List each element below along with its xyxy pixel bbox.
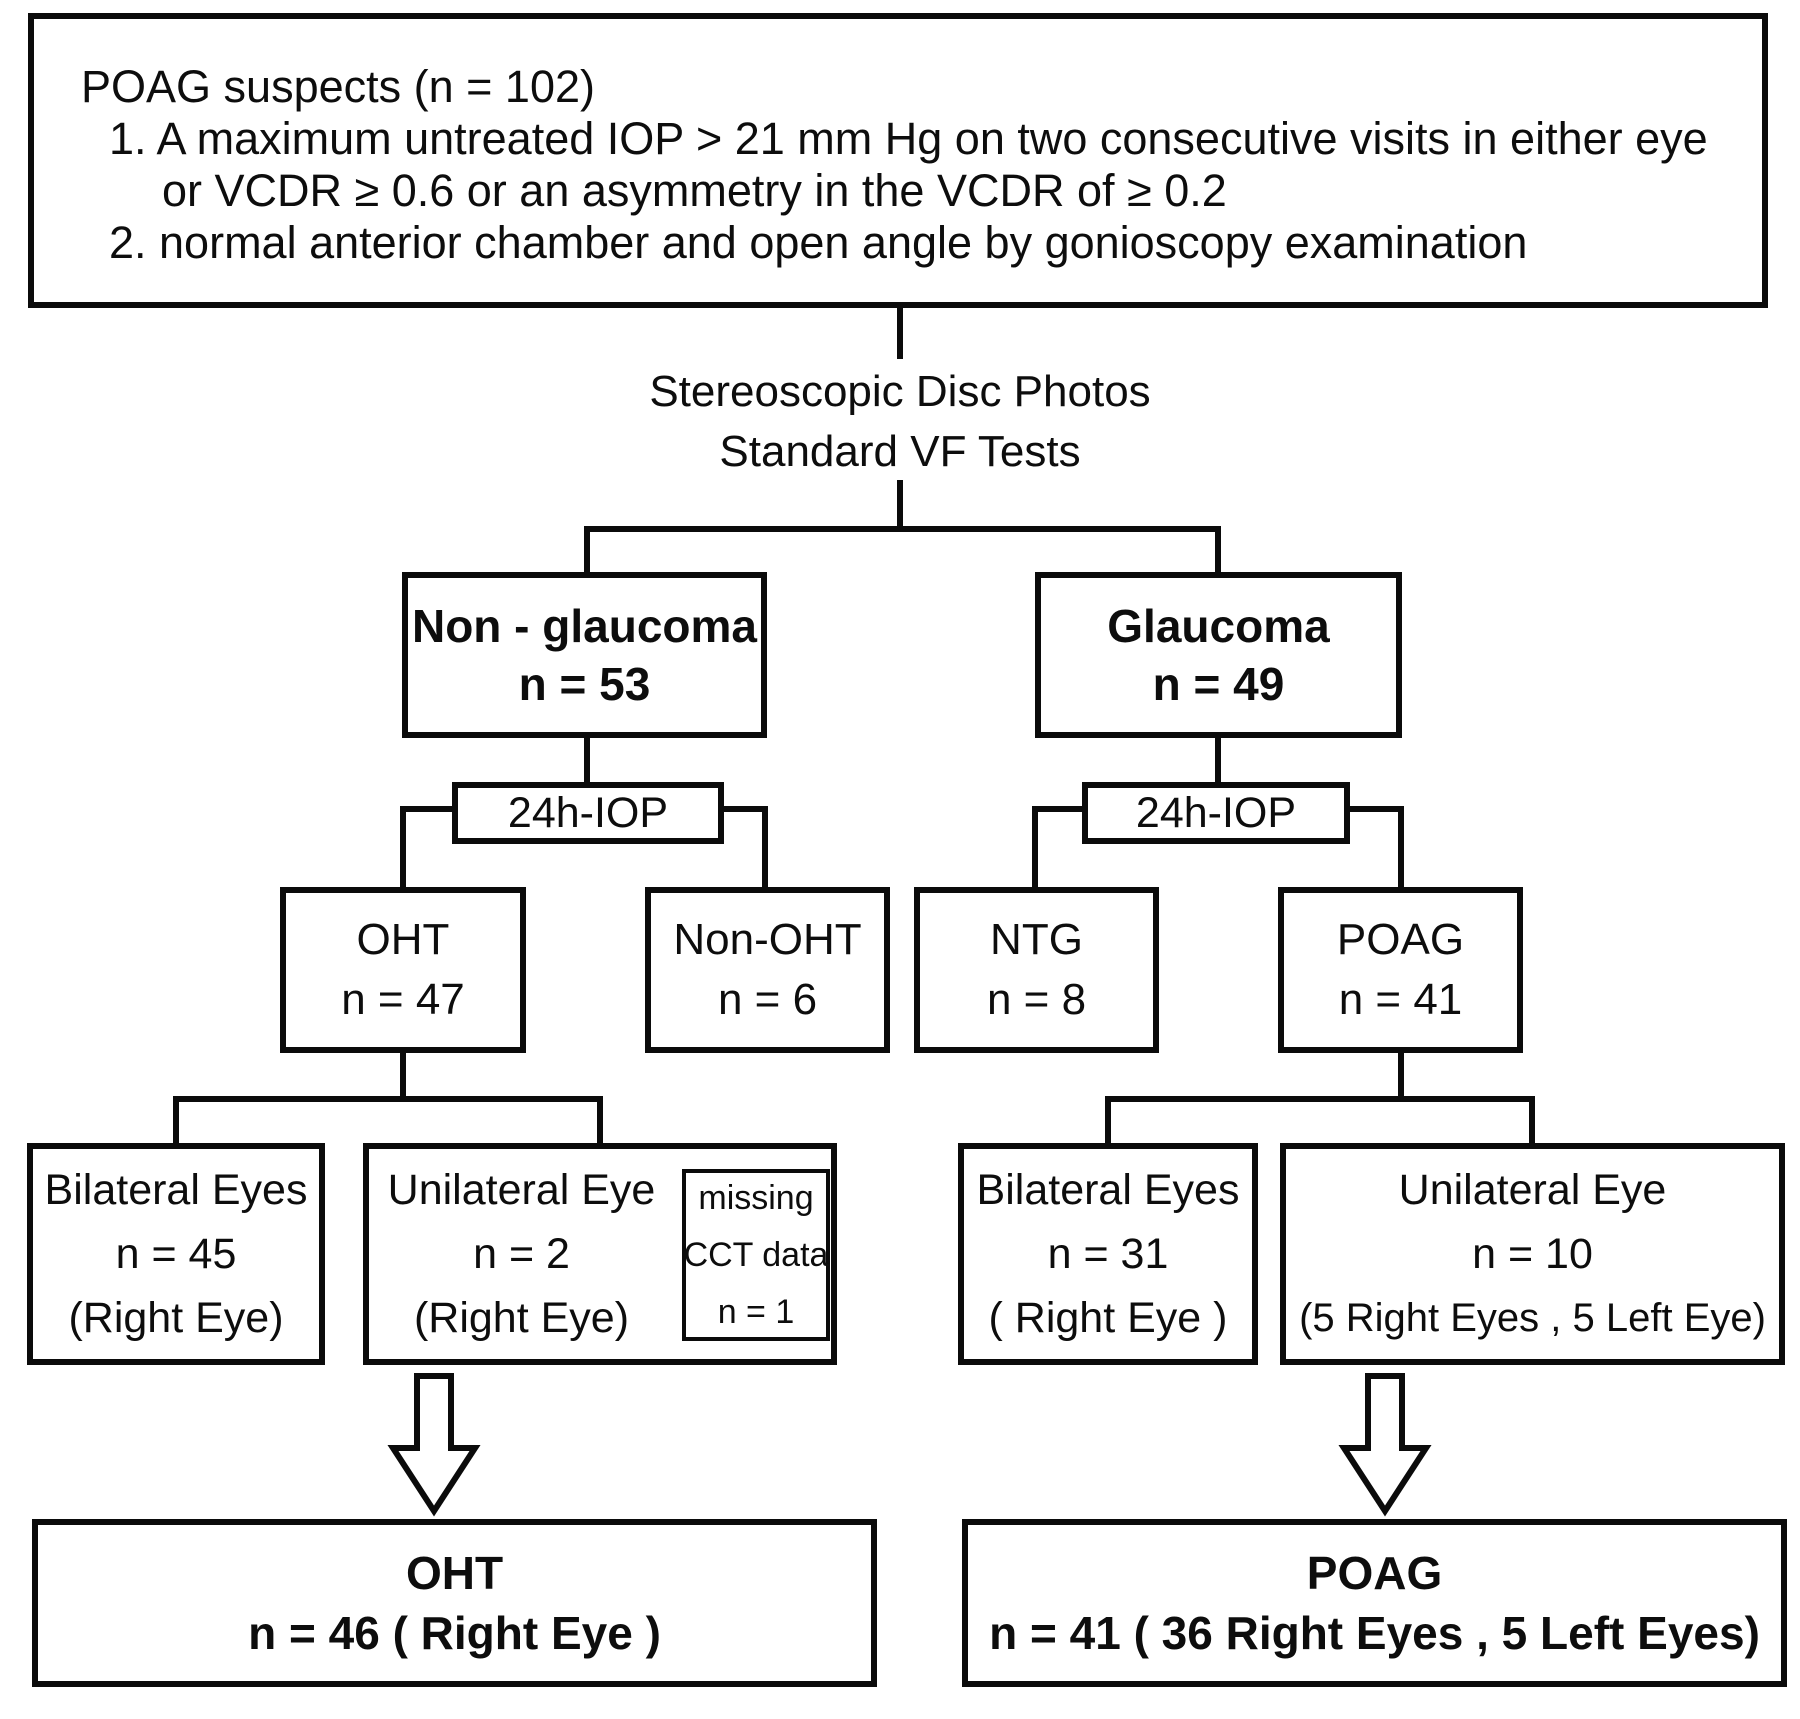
poag-n: n = 41 (1338, 975, 1463, 1024)
tests-label-line-1: Stereoscopic Disc Photos (649, 367, 1151, 416)
connector-line (400, 806, 406, 890)
box-missing-cct: missing CCT data n = 1 (682, 1169, 830, 1341)
unilateral-right-eyes: (5 Right Eyes , 5 Left Eye) (1299, 1296, 1766, 1340)
unilateral-right-n: n = 10 (1472, 1230, 1593, 1278)
connector-line (584, 738, 590, 786)
final-oht-n: n = 46 ( Right Eye ) (248, 1607, 661, 1659)
down-arrow-icon (1338, 1373, 1432, 1517)
unilateral-left-n: n = 2 (473, 1230, 570, 1278)
connector-line (584, 526, 1221, 532)
oht-name: OHT (356, 915, 450, 964)
connector-line (897, 304, 903, 359)
bilateral-right-name: Bilateral Eyes (976, 1166, 1240, 1214)
missing-cct-line-2: CCT data (683, 1235, 829, 1274)
connector-line (897, 480, 903, 532)
final-poag-name: POAG (1306, 1547, 1443, 1599)
box-bilateral-right: Bilateral Eyes n = 31 ( Right Eye ) (958, 1143, 1258, 1365)
down-arrow-icon (387, 1373, 481, 1517)
ntg-name: NTG (990, 915, 1083, 964)
iop-left-label: 24h-IOP (507, 788, 669, 837)
unilateral-left-name: Unilateral Eye (387, 1166, 656, 1214)
tests-label: Stereoscopic Disc Photos Standard VF Tes… (550, 362, 1250, 482)
missing-cct-line-1: missing (698, 1178, 814, 1217)
ntg-n: n = 8 (986, 975, 1087, 1024)
box-glaucoma: Glaucoma n = 49 (1035, 572, 1402, 738)
connector-line (1105, 1096, 1535, 1102)
iop-right-label: 24h-IOP (1135, 788, 1297, 837)
box-24h-iop-left: 24h-IOP (452, 782, 724, 844)
box-oht: OHT n = 47 (280, 887, 526, 1053)
final-poag-n: n = 41 ( 36 Right Eyes , 5 Left Eyes) (989, 1607, 1760, 1659)
unilateral-right-name: Unilateral Eye (1398, 1166, 1667, 1214)
connector-line (1215, 738, 1221, 786)
glaucoma-name: Glaucoma (1107, 600, 1330, 652)
connector-line (173, 1096, 179, 1146)
box-final-poag: POAG n = 41 ( 36 Right Eyes , 5 Left Eye… (962, 1519, 1787, 1687)
criterion-2: 2. normal anterior chamber and open angl… (109, 217, 1528, 268)
oht-n: n = 47 (341, 975, 465, 1024)
missing-cct-line-3: n = 1 (717, 1292, 795, 1331)
unilateral-left-eyes: (Right Eye) (413, 1294, 630, 1342)
connector-line (173, 1096, 603, 1102)
box-ntg: NTG n = 8 (914, 887, 1159, 1053)
connector-line (1398, 806, 1404, 890)
criterion-1-line-2: or VCDR ≥ 0.6 or an asymmetry in the VCD… (162, 165, 1227, 216)
non-oht-name: Non-OHT (673, 915, 862, 964)
non-glaucoma-n: n = 53 (518, 658, 651, 710)
connector-line (1215, 526, 1221, 576)
box-poag: POAG n = 41 (1278, 887, 1523, 1053)
box-non-glaucoma: Non - glaucoma n = 53 (402, 572, 767, 738)
final-oht-name: OHT (405, 1547, 504, 1599)
connector-line (400, 1052, 406, 1102)
box-poag-suspects: POAG suspects (n = 102) 1. A maximum unt… (28, 13, 1768, 308)
connector-line (597, 1096, 603, 1146)
connector-line (762, 806, 768, 890)
connector-line (400, 806, 458, 812)
connector-line (1344, 806, 1404, 812)
box-unilateral-right: Unilateral Eye n = 10 (5 Right Eyes , 5 … (1280, 1143, 1785, 1365)
box-non-oht: Non-OHT n = 6 (645, 887, 890, 1053)
connector-line (1398, 1052, 1404, 1102)
connector-line (584, 526, 590, 576)
box-final-oht: OHT n = 46 ( Right Eye ) (32, 1519, 877, 1687)
connector-line (718, 806, 768, 812)
connector-line (1105, 1096, 1111, 1146)
suspects-title: POAG suspects (n = 102) (81, 61, 595, 112)
poag-name: POAG (1336, 915, 1465, 964)
non-oht-n: n = 6 (717, 975, 818, 1024)
box-24h-iop-right: 24h-IOP (1082, 782, 1350, 844)
bilateral-right-eyes: ( Right Eye ) (988, 1294, 1228, 1342)
bilateral-left-eyes: (Right Eye) (68, 1294, 284, 1342)
tests-label-line-2: Standard VF Tests (719, 427, 1081, 476)
bilateral-left-n: n = 45 (115, 1230, 237, 1278)
connector-line (1032, 806, 1088, 812)
connector-line (1032, 806, 1038, 890)
bilateral-left-name: Bilateral Eyes (44, 1166, 308, 1214)
criterion-1-line-1: 1. A maximum untreated IOP > 21 mm Hg on… (109, 113, 1708, 164)
box-bilateral-left: Bilateral Eyes n = 45 (Right Eye) (27, 1143, 325, 1365)
box-unilateral-left: Unilateral Eye n = 2 (Right Eye) missing… (363, 1143, 837, 1365)
non-glaucoma-name: Non - glaucoma (411, 600, 758, 652)
connector-line (1529, 1096, 1535, 1146)
glaucoma-n: n = 49 (1152, 658, 1285, 710)
bilateral-right-n: n = 31 (1047, 1230, 1169, 1278)
